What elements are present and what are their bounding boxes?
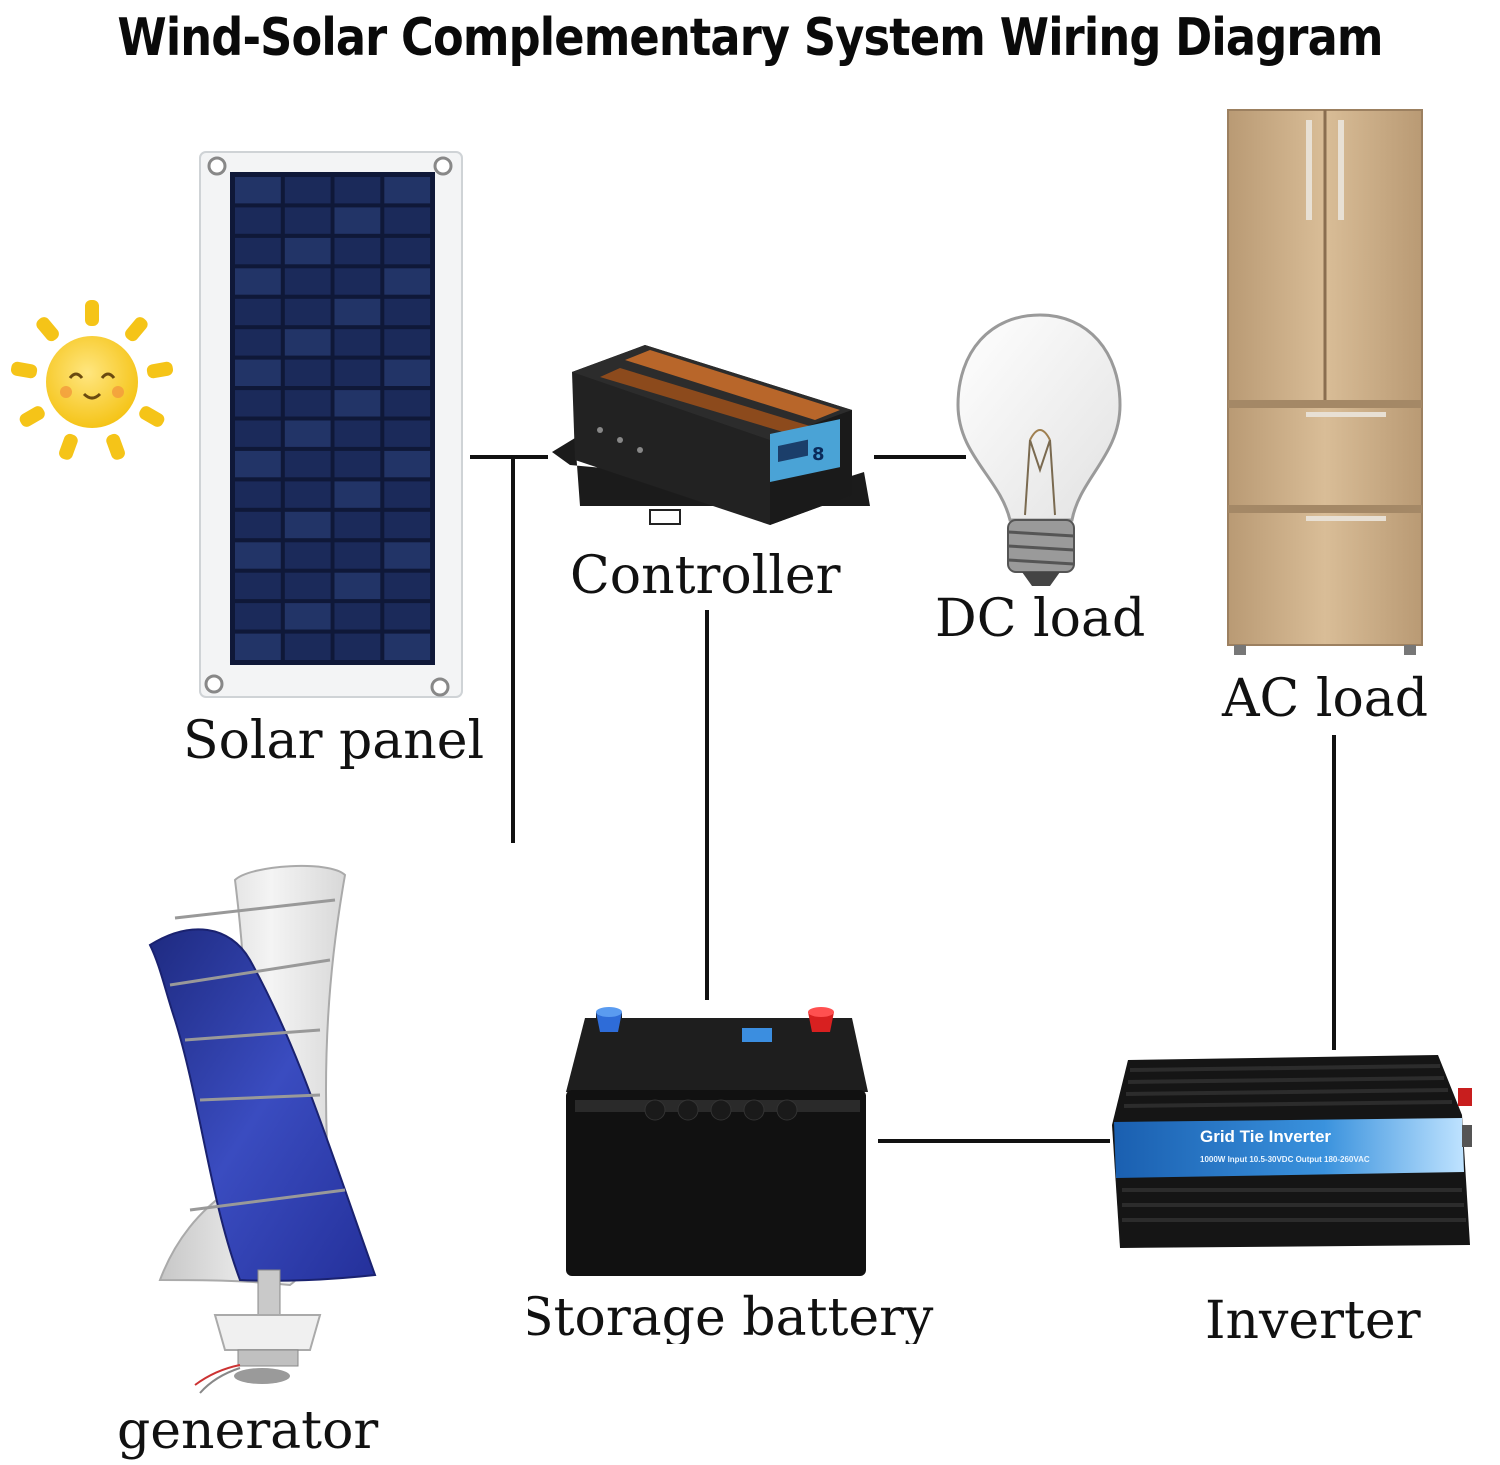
- solar-cell: [384, 511, 431, 539]
- solar-cell: [284, 207, 331, 234]
- solar-cell: [384, 207, 431, 234]
- solar-cell: [235, 481, 281, 508]
- solar-cell: [235, 177, 281, 204]
- solar-cell: [384, 420, 431, 447]
- solar-cell: [384, 329, 431, 356]
- solar-cell: [384, 603, 431, 630]
- solar-cell: [284, 481, 331, 508]
- wiring-lines: [470, 455, 1336, 1143]
- solar-cell: [235, 511, 281, 539]
- sun-icon: [10, 300, 174, 460]
- ac-load-label: AC load: [1222, 669, 1429, 729]
- solar-cell: [235, 359, 281, 386]
- solar-panel-label: Solar panel: [183, 711, 485, 771]
- solar-cell: [334, 572, 381, 600]
- inverter-spec-text: 1000W Input 10.5-30VDC Output 180-260VAC: [1200, 1155, 1370, 1164]
- solar-panel-icon: [199, 151, 463, 698]
- solar-cell: [384, 450, 431, 478]
- solar-cell: [235, 450, 281, 478]
- solar-cell: [334, 298, 381, 326]
- solar-cell: [235, 572, 281, 600]
- solar-cell: [284, 450, 331, 478]
- battery-icon: [566, 1007, 868, 1276]
- solar-cell: [235, 237, 281, 265]
- solar-cells: [235, 177, 431, 660]
- wind-turbine-icon: [148, 864, 377, 1394]
- solar-cell: [284, 268, 331, 295]
- solar-cell: [235, 298, 281, 326]
- inverter-icon: Grid Tie Inverter 1000W Input 10.5-30VDC…: [1112, 1055, 1472, 1248]
- solar-cell: [384, 390, 431, 417]
- solar-cell: [235, 542, 281, 569]
- generator-label: generator: [117, 1401, 379, 1461]
- solar-cell: [384, 359, 431, 386]
- solar-cell: [235, 207, 281, 234]
- solar-cell: [284, 511, 331, 539]
- solar-cell: [334, 511, 381, 539]
- solar-cell: [284, 420, 331, 447]
- solar-cell: [334, 390, 381, 417]
- solar-cell: [384, 268, 431, 295]
- solar-cell: [284, 237, 331, 265]
- solar-cell: [384, 177, 431, 204]
- solar-cell: [384, 481, 431, 508]
- solar-cell: [384, 542, 431, 569]
- solar-cell: [235, 268, 281, 295]
- solar-cell: [235, 633, 281, 660]
- solar-cell: [384, 237, 431, 265]
- solar-cell: [284, 603, 331, 630]
- diagram-title: Wind-Solar Complementary System Wiring D…: [117, 8, 1383, 68]
- solar-cell: [334, 268, 381, 295]
- controller-label: Controller: [570, 546, 841, 606]
- solar-cell: [235, 329, 281, 356]
- solar-cell: [284, 542, 331, 569]
- solar-cell: [334, 603, 381, 630]
- solar-cell: [284, 329, 331, 356]
- solar-cell: [334, 633, 381, 660]
- solar-cell: [235, 420, 281, 447]
- battery-label: Storage battery: [528, 1292, 934, 1344]
- solar-cell: [334, 237, 381, 265]
- light-bulb-icon: [956, 313, 1122, 586]
- solar-cell: [284, 359, 331, 386]
- inverter-label: Inverter: [1205, 1291, 1421, 1351]
- solar-cell: [334, 207, 381, 234]
- solar-cell: [284, 298, 331, 326]
- solar-cell: [284, 390, 331, 417]
- solar-cell: [334, 450, 381, 478]
- solar-cell: [235, 390, 281, 417]
- svg-text:8: 8: [812, 444, 825, 465]
- solar-cell: [334, 420, 381, 447]
- solar-cell: [235, 603, 281, 630]
- solar-cell: [384, 298, 431, 326]
- solar-cell: [284, 572, 331, 600]
- solar-cell: [334, 542, 381, 569]
- solar-cell: [384, 633, 431, 660]
- dc-load-label: DC load: [935, 589, 1146, 649]
- solar-cell: [334, 481, 381, 508]
- solar-cell: [334, 359, 381, 386]
- solar-cell: [334, 329, 381, 356]
- solar-cell: [284, 177, 331, 204]
- inverter-brand-text: Grid Tie Inverter: [1200, 1127, 1331, 1146]
- refrigerator-icon: [1227, 109, 1423, 655]
- solar-cell: [334, 177, 381, 204]
- solar-cell: [384, 572, 431, 600]
- charge-controller-icon: 8: [552, 345, 870, 525]
- solar-cell: [284, 633, 331, 660]
